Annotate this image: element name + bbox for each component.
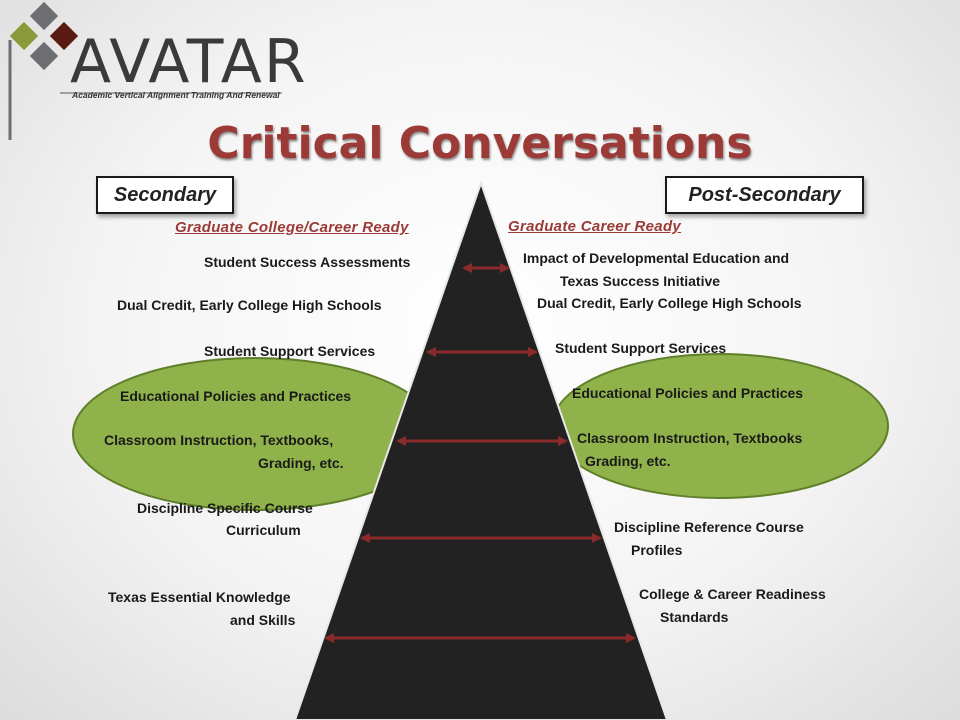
right-item-dual-credit: Dual Credit, Early College High Schools — [537, 295, 802, 311]
logo-square-gray-2 — [29, 41, 59, 71]
left-item-and-skills: and Skills — [230, 612, 296, 628]
post-secondary-header-box: Post-Secondary — [665, 176, 864, 214]
right-item-student-support-services: Student Support Services — [555, 340, 727, 356]
secondary-header-box: Secondary — [96, 176, 234, 214]
secondary-subheader: Graduate College/Career Ready — [175, 219, 409, 236]
left-item-curriculum: Curriculum — [226, 522, 301, 538]
avatar-squares-logo-icon — [8, 1, 79, 140]
left-item-student-support-services: Student Support Services — [204, 343, 376, 359]
logo-square-brown — [49, 21, 79, 51]
right-item-college-career-readiness: College & Career Readiness — [639, 586, 826, 602]
right-item-educational-policies: Educational Policies and Practices — [572, 385, 804, 401]
logo-tagline: Academic Vertical Alignment Training And… — [72, 90, 280, 100]
right-item-discipline-reference-course: Discipline Reference Course — [614, 519, 804, 535]
logo-wordmark: AVATAR — [70, 27, 308, 97]
left-item-grading: Grading, etc. — [258, 455, 344, 471]
left-item-educational-policies: Educational Policies and Practices — [120, 388, 352, 404]
left-item-dual-credit: Dual Credit, Early College High Schools — [117, 297, 382, 313]
right-item-impact-developmental-education: Impact of Developmental Education and — [523, 250, 790, 266]
right-ellipse — [551, 353, 889, 499]
right-item-texas-success-initiative: Texas Success Initiative — [560, 273, 721, 289]
left-item-texas-essential-knowledge: Texas Essential Knowledge — [108, 589, 291, 605]
post-secondary-subheader: Graduate Career Ready — [508, 218, 682, 235]
right-item-classroom-instruction: Classroom Instruction, Textbooks — [577, 430, 803, 446]
left-item-discipline-specific-course: Discipline Specific Course — [137, 500, 313, 516]
right-item-profiles: Profiles — [631, 542, 683, 558]
logo-square-gray — [29, 1, 59, 31]
secondary-header-label: Secondary — [113, 183, 217, 206]
right-item-grading: Grading, etc. — [585, 453, 671, 469]
post-secondary-header-label: Post-Secondary — [688, 183, 841, 206]
left-item-classroom-instruction: Classroom Instruction, Textbooks, — [104, 432, 334, 448]
logo-square-green — [9, 21, 39, 51]
page-title: Critical Conversations — [207, 118, 753, 169]
right-item-standards: Standards — [660, 609, 729, 625]
left-item-student-success-assessments: Student Success Assessments — [204, 254, 411, 270]
pyramid — [293, 179, 669, 720]
